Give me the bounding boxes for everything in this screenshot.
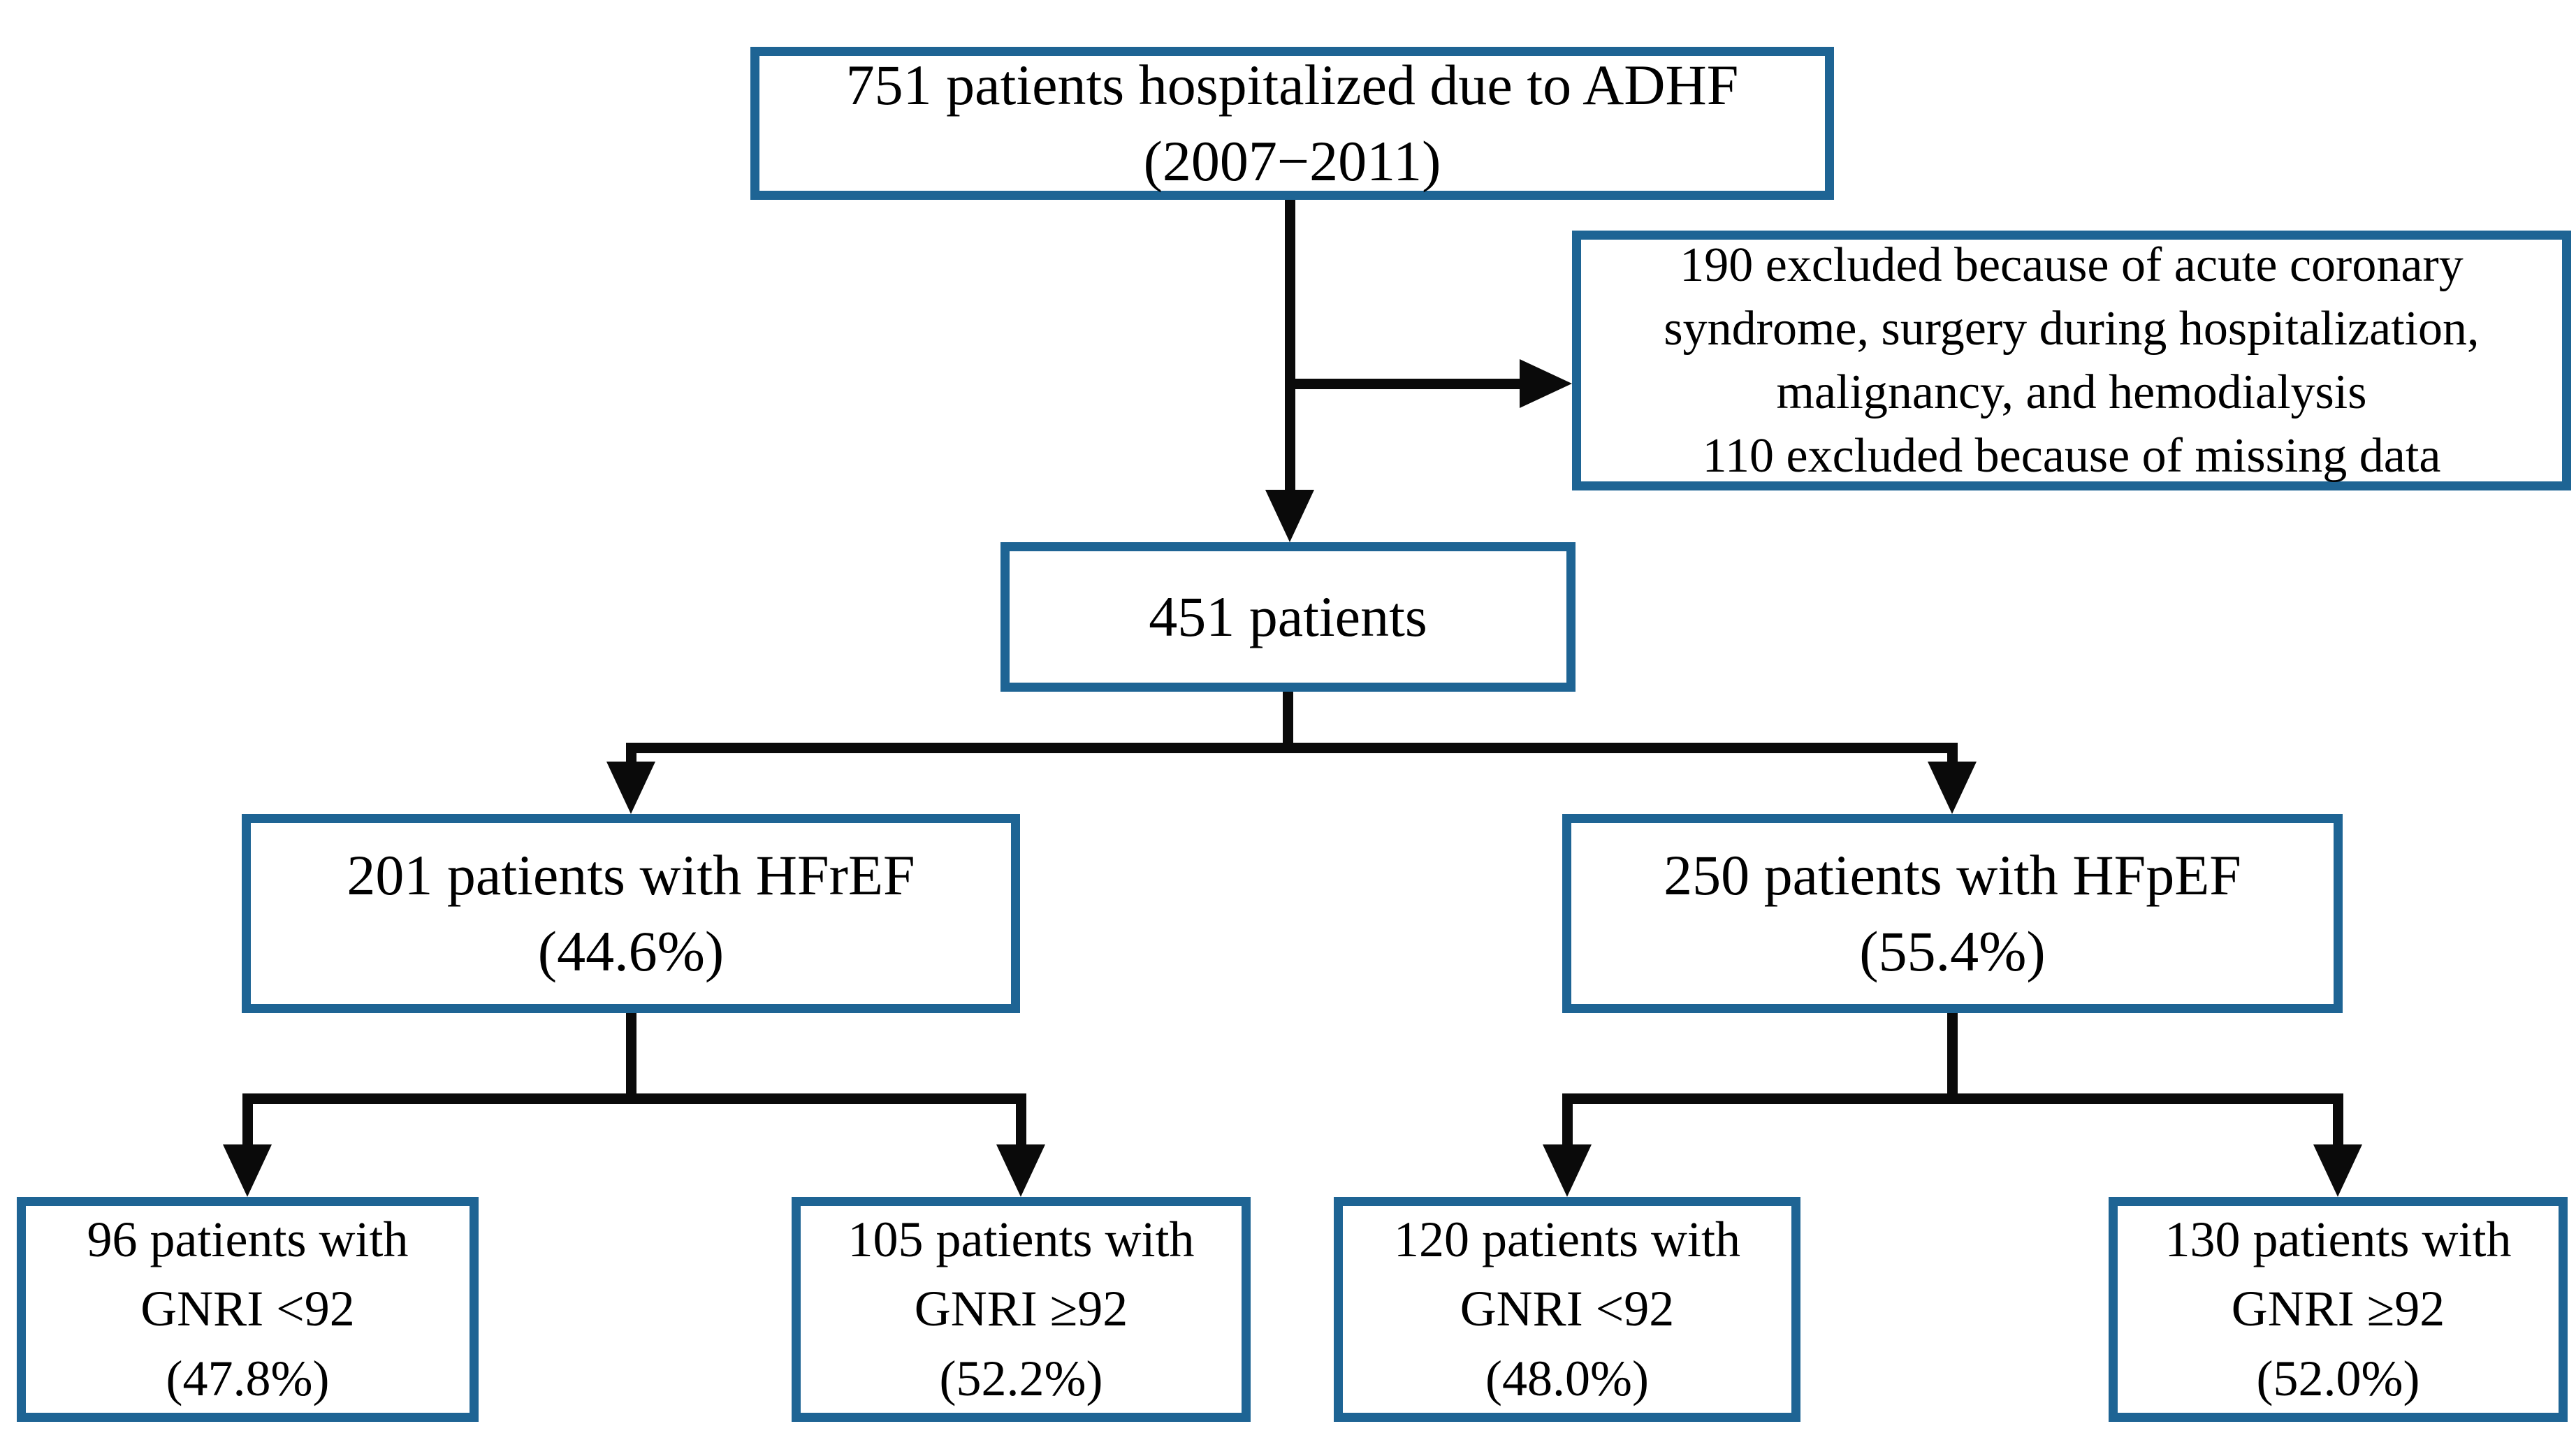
arrowhead-into-hfref-gnri-high bbox=[996, 1144, 1045, 1197]
arrowhead-into-hfref-gnri-low bbox=[223, 1144, 272, 1197]
box-hfpef-gnri-low-line3: (48.0%) bbox=[1485, 1350, 1649, 1406]
arrowhead-into-hfpef-gnri-low bbox=[1543, 1144, 1592, 1197]
box-hfpef-gnri-high-line3: (52.0%) bbox=[2256, 1350, 2420, 1406]
box-hfpef-gnri-high-line2: GNRI ≥92 bbox=[2231, 1281, 2445, 1337]
arrowhead-into-hfpef-gnri-high bbox=[2313, 1144, 2362, 1197]
box-excluded: 190 excluded because of acute coronary s… bbox=[1572, 231, 2571, 490]
box-hfref-gnri-high-line2: GNRI ≥92 bbox=[914, 1281, 1128, 1337]
box-hfref-line2: (44.6%) bbox=[537, 919, 725, 983]
box-hfpef-gnri-high: 130 patients with GNRI ≥92 (52.0%) bbox=[2109, 1197, 2568, 1422]
arrowhead-into-eligible bbox=[1265, 490, 1314, 542]
box-hfref-gnri-high: 105 patients with GNRI ≥92 (52.2%) bbox=[792, 1197, 1251, 1422]
box-hfref-gnri-low-line3: (47.8%) bbox=[166, 1350, 330, 1406]
box-hfpef-line2: (55.4%) bbox=[1859, 919, 2046, 983]
box-hospitalized-total-line2: (2007−2011) bbox=[1143, 129, 1441, 193]
box-hfref: 201 patients with HFrEF (44.6%) bbox=[242, 814, 1020, 1013]
box-hfpef-gnri-low: 120 patients with GNRI <92 (48.0%) bbox=[1334, 1197, 1800, 1422]
box-excluded-line1: 190 excluded because of acute coronary bbox=[1680, 238, 2464, 292]
connector-hfpef-stem bbox=[1947, 1013, 1958, 1104]
box-hfref-line1: 201 patients with HFrEF bbox=[347, 843, 915, 908]
connector-branch-excluded bbox=[1285, 379, 1522, 389]
box-excluded-line3: malignancy, and hemodialysis bbox=[1776, 365, 2367, 419]
arrowhead-into-hfref bbox=[606, 762, 655, 814]
box-hfpef-gnri-high-line1: 130 patients with bbox=[2164, 1211, 2512, 1267]
arrowhead-into-excluded bbox=[1520, 359, 1572, 408]
box-hospitalized-total: 751 patients hospitalized due to ADHF (2… bbox=[750, 47, 1834, 200]
box-eligible-patients: 451 patients bbox=[1000, 542, 1576, 692]
connector-drop-hfref-gnri-low bbox=[242, 1093, 253, 1153]
arrowhead-into-hfpef bbox=[1928, 762, 1977, 814]
box-hfpef-gnri-low-line2: GNRI <92 bbox=[1460, 1281, 1675, 1337]
connector-drop-hfpef-gnri-low bbox=[1562, 1093, 1573, 1153]
box-hfref-gnri-high-line3: (52.2%) bbox=[939, 1350, 1103, 1406]
box-excluded-line2: syndrome, surgery during hospitalization… bbox=[1664, 302, 2480, 356]
box-hfref-gnri-high-line1: 105 patients with bbox=[847, 1211, 1195, 1267]
connector-split-hfref-gnri bbox=[242, 1093, 1026, 1104]
box-hfref-gnri-low: 96 patients with GNRI <92 (47.8%) bbox=[17, 1197, 479, 1422]
box-hfpef-line1: 250 patients with HFpEF bbox=[1664, 843, 2241, 908]
connector-drop-hfpef-gnri-high bbox=[2333, 1093, 2343, 1153]
connector-total-to-eligible bbox=[1285, 200, 1295, 496]
box-hfpef: 250 patients with HFpEF (55.4%) bbox=[1562, 814, 2343, 1013]
connector-split-ef bbox=[626, 743, 1957, 753]
connector-split-hfpef-gnri bbox=[1562, 1093, 2343, 1104]
box-hospitalized-total-line1: 751 patients hospitalized due to ADHF bbox=[845, 53, 1739, 117]
box-hfpef-gnri-low-line1: 120 patients with bbox=[1394, 1211, 1740, 1267]
box-hfref-gnri-low-line2: GNRI <92 bbox=[140, 1281, 355, 1337]
box-excluded-line4: 110 excluded because of missing data bbox=[1702, 429, 2441, 483]
connector-eligible-stem bbox=[1283, 692, 1293, 753]
connector-hfref-stem bbox=[626, 1013, 636, 1104]
box-hfref-gnri-low-line1: 96 patients with bbox=[87, 1211, 409, 1267]
connector-drop-hfref-gnri-high bbox=[1016, 1093, 1026, 1153]
box-eligible-patients-line1: 451 patients bbox=[1149, 584, 1427, 648]
